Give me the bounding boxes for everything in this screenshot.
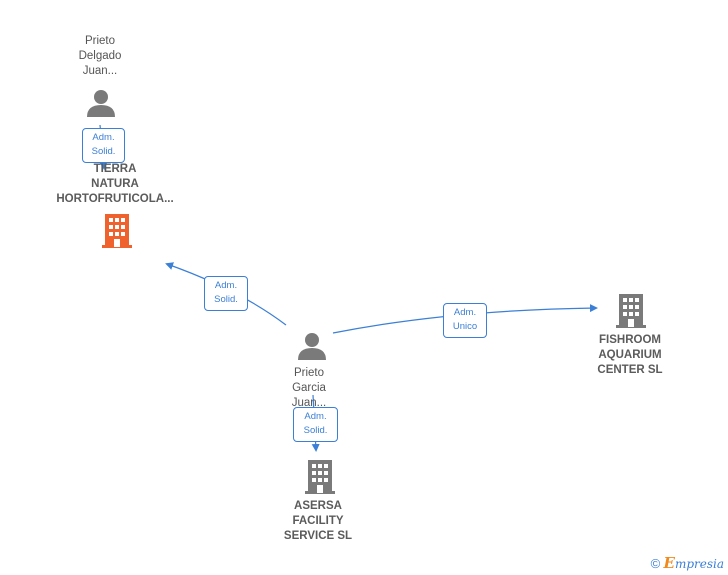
edge-label-center-to-fishroom[interactable]: Adm. Unico [443,303,487,338]
copyright-symbol: © [650,556,661,571]
brand-name: mpresia [674,557,724,571]
person-icon[interactable] [86,88,116,118]
company-fishroom-label[interactable]: FISHROOM AQUARIUM CENTER SL [597,334,663,376]
edge-label-center-to-tierra[interactable]: Adm. Solid. [204,276,248,311]
brand-initial: E [663,554,675,572]
edge-label-top-to-tierra[interactable]: Adm. Solid. [82,128,125,163]
empresia-logo: © Empresia [651,554,724,572]
person-center-label[interactable]: Prieto Garcia Juan... [291,367,327,409]
edge-label-center-to-asersa[interactable]: Adm. Solid. [293,407,338,442]
building-icon[interactable] [102,214,132,248]
company-tierra-label[interactable]: TIERRA NATURA HORTOFRUTICOLA... [56,163,174,205]
company-asersa-label[interactable]: ASERSA FACILITY SERVICE SL [283,500,353,542]
building-icon[interactable] [305,460,335,494]
person-icon[interactable] [297,331,327,361]
person-top-label[interactable]: Prieto Delgado Juan... [78,35,122,77]
building-icon[interactable] [616,294,646,328]
